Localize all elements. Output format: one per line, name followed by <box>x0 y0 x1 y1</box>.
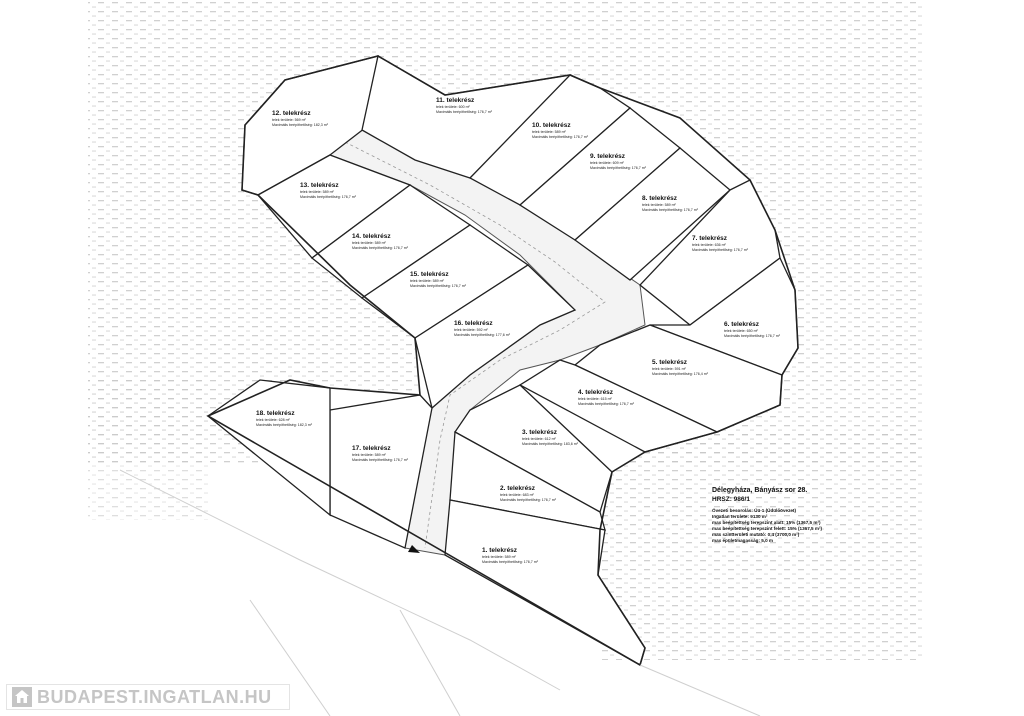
plot-title-11: 11. telekrész <box>436 97 475 104</box>
plot-built-text-5: Maximális beépíthetőség: 176,4 m² <box>652 372 709 376</box>
plot-area-text-15: telek területe: 589 m² <box>410 279 445 283</box>
plot-built-text-3: Maximális beépíthetőség: 183,6 m² <box>522 442 579 446</box>
plot-built-text-16: Maximális beépíthetőség: 177,6 m² <box>454 333 511 337</box>
plot-title-10: 10. telekrész <box>532 122 571 129</box>
plot-built-text-8: Maximális beépíthetőség: 176,7 m² <box>642 208 699 212</box>
property-boundary <box>206 55 799 667</box>
property-info-block: Délegyháza, Bányász sor 28. HRSZ: 986/1 … <box>712 486 862 544</box>
plot-title-18: 18. telekrész <box>256 410 295 417</box>
plot-built-text-12: Maximális beépíthetőség: 182,3 m² <box>272 123 329 127</box>
plot-title-4: 4. telekrész <box>578 389 614 396</box>
plot-area-text-2: telek területe: 683 m² <box>500 493 535 497</box>
info-row-area: Ingatlan területe: 9130 m² <box>712 514 768 519</box>
plot-built-text-15: Maximális beépíthetőség: 176,7 m² <box>410 284 467 288</box>
plot-area-text-10: telek területe: 589 m² <box>532 130 567 134</box>
plot-built-text-14: Maximális beépíthetőség: 176,7 m² <box>352 246 409 250</box>
plot-built-text-11: Maximális beépíthetőség: 176,7 m² <box>436 110 493 114</box>
neighbor-lines <box>119 469 761 716</box>
background-hatch-right <box>600 430 924 660</box>
plot-area-text-1: telek területe: 589 m² <box>482 555 517 559</box>
plot-8 <box>573 147 731 281</box>
plot-area-text-5: telek területe: 591 m² <box>652 367 687 371</box>
plot-area-text-16: telek területe: 592 m² <box>454 328 489 332</box>
plot-area-text-7: telek területe: 636 m² <box>692 243 727 247</box>
plot-area-text-4: telek területe: 615 m² <box>578 397 613 401</box>
info-row-zoning: Övezeti besorolás: Üü-1 (Üdülőövezet) <box>712 508 796 513</box>
plot-area-text-18: telek területe: 628 m² <box>256 418 291 422</box>
plot-area-text-9: telek területe: 609 m² <box>590 161 625 165</box>
plot-area-text-13: telek területe: 589 m² <box>300 190 335 194</box>
road-centerline <box>344 141 606 549</box>
plot-area-text-6: telek területe: 650 m² <box>724 329 759 333</box>
watermark-text: BUDAPEST.INGATLAN.HU <box>37 686 272 707</box>
plot-title-5: 5. telekrész <box>652 359 688 366</box>
plot-built-text-6: Maximális beépíthetőség: 176,7 m² <box>724 334 781 338</box>
address-title: Délegyháza, Bányász sor 28. <box>712 487 808 494</box>
entrance-arrow-icon <box>408 545 420 553</box>
plot-title-15: 15. telekrész <box>410 271 449 278</box>
plot-built-text-7: Maximális beépíthetőség: 176,7 m² <box>692 248 749 252</box>
plot-title-6: 6. telekrész <box>724 321 760 328</box>
info-row-floor-ratio: max szintterületi mutató: 0,4 (3700,0 m²… <box>712 532 800 537</box>
info-row-coverage-above: max beépítettség terepszint felett: 15% … <box>712 526 823 531</box>
plot-title-16: 16. telekrész <box>454 320 493 327</box>
house-logo-icon <box>12 687 32 707</box>
plot-title-8: 8. telekrész <box>642 195 678 202</box>
hrsz-label: HRSZ: 986/1 <box>712 496 750 503</box>
plot-title-17: 17. telekrész <box>352 445 391 452</box>
plot-title-14: 14. telekrész <box>352 233 391 240</box>
plot-built-text-18: Maximális beépíthetőség: 182,3 m² <box>256 423 313 427</box>
plot-title-2: 2. telekrész <box>500 485 536 492</box>
plot-area-text-12: telek területe: 569 m² <box>272 118 307 122</box>
plot-built-text-4: Maximális beépíthetőség: 176,7 m² <box>578 402 635 406</box>
watermark: BUDAPEST.INGATLAN.HU <box>6 684 290 710</box>
info-row-coverage-below: max beépítettség terepszint alatt: 15% (… <box>712 520 821 525</box>
info-row-height: max épületmagasság: 5,0 m <box>712 538 774 543</box>
plot-area-text-17: telek területe: 589 m² <box>352 453 387 457</box>
plot-title-12: 12. telekrész <box>272 110 311 117</box>
plot-area-text-14: telek területe: 589 m² <box>352 241 387 245</box>
plot-built-text-13: Maximális beépíthetőség: 176,7 m² <box>300 195 357 199</box>
plot-built-text-17: Maximális beépíthetőség: 176,7 m² <box>352 458 409 462</box>
plot-title-7: 7. telekrész <box>692 235 728 242</box>
plot-built-text-10: Maximális beépíthetőség: 176,7 m² <box>532 135 589 139</box>
plot-title-3: 3. telekrész <box>522 429 558 436</box>
plot-built-text-2: Maximális beépíthetőség: 176,7 m² <box>500 498 557 502</box>
plot-built-text-9: Maximális beépíthetőség: 176,7 m² <box>590 166 647 170</box>
plot-title-9: 9. telekrész <box>590 153 626 160</box>
plot-4 <box>518 359 719 453</box>
plot-area-text-8: telek területe: 589 m² <box>642 203 677 207</box>
plot-area-text-3: telek területe: 612 m² <box>522 437 557 441</box>
plot-area-text-11: telek területe: 600 m² <box>436 105 471 109</box>
plot-built-text-1: Maximális beépíthetőség: 176,7 m² <box>482 560 539 564</box>
plot-title-1: 1. telekrész <box>482 547 518 554</box>
background-hatch-left <box>88 380 208 520</box>
plot-title-13: 13. telekrész <box>300 182 339 189</box>
